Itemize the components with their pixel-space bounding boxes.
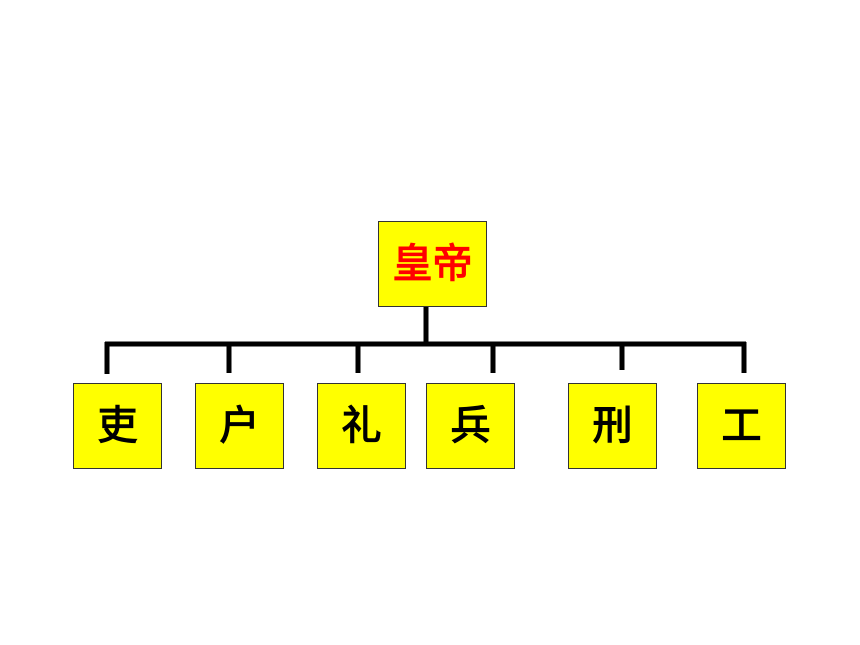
root-label: 皇帝 — [392, 241, 473, 287]
child-label: 工 — [721, 403, 762, 449]
child-label: 刑 — [592, 403, 633, 449]
child-node-1: 吏 — [73, 383, 162, 469]
child-node-3: 礼 — [317, 383, 406, 469]
child-node-6: 工 — [697, 383, 786, 469]
child-node-5: 刑 — [568, 383, 657, 469]
child-node-4: 兵 — [426, 383, 515, 469]
child-label: 吏 — [97, 403, 138, 449]
child-label: 礼 — [341, 403, 382, 449]
child-node-2: 户 — [195, 383, 284, 469]
child-label: 兵 — [450, 403, 491, 449]
root-node-emperor: 皇帝 — [378, 221, 487, 307]
child-label: 户 — [219, 403, 260, 449]
